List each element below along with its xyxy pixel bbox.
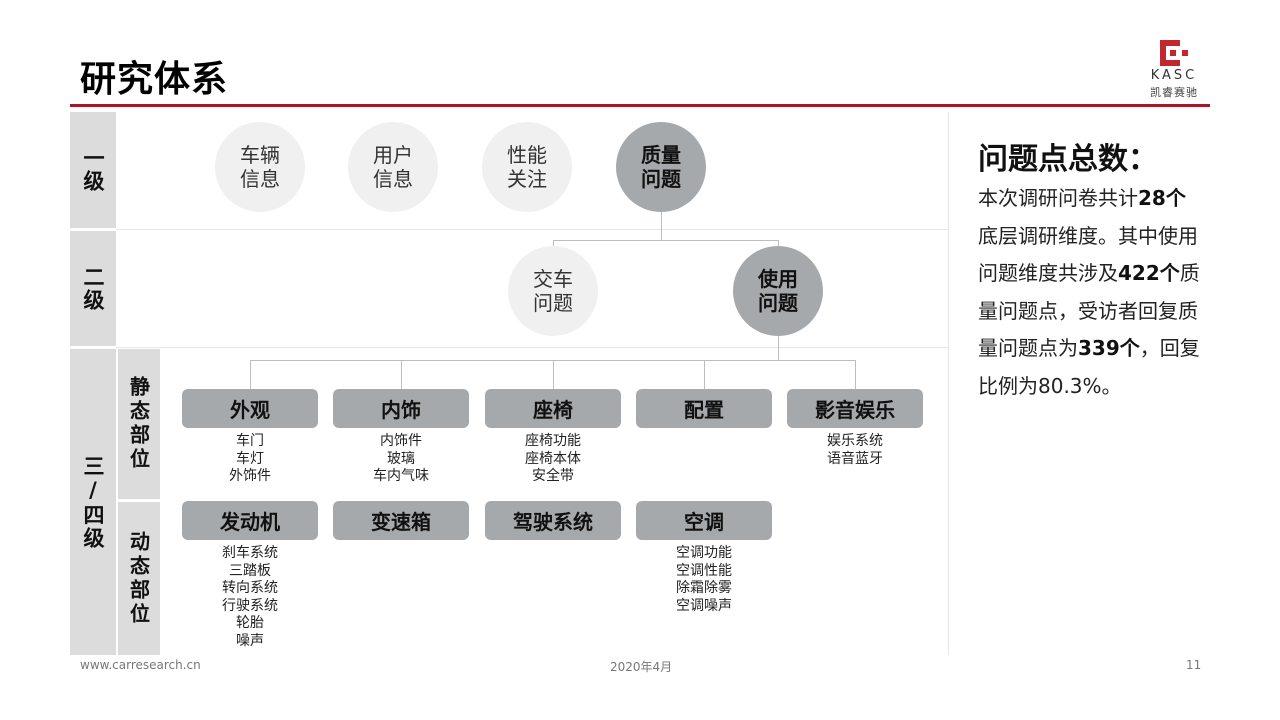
list-item: 车灯 — [236, 450, 264, 467]
page-title: 研究体系 — [80, 59, 229, 100]
panel-text-4: ，回复比例为80.3%。 — [978, 336, 1200, 398]
panel-number-2: 422个 — [1118, 261, 1180, 285]
list-item: 行驶系统 — [222, 597, 278, 614]
connector — [553, 240, 554, 250]
connector — [855, 360, 856, 389]
list-item: 座椅功能 — [525, 433, 581, 449]
connector — [778, 336, 779, 360]
footer-website: www.carresearch.cn — [80, 658, 201, 672]
row-divider — [116, 347, 948, 348]
list-item: 三踏板 — [229, 562, 271, 579]
panel-divider — [948, 112, 949, 655]
infotainment-items: 娱乐系统 语音蓝牙 — [787, 433, 923, 468]
engine-items: 刹车系统 三踏板 转向系统 行驶系统 轮胎 噪声 — [182, 545, 318, 650]
category-driving-system: 驾驶系统 — [485, 501, 621, 540]
list-item: 空调噪声 — [676, 597, 732, 614]
panel-text-3: 质量问题点，受访者回复质量问题点为 — [978, 261, 1200, 360]
connector — [553, 360, 554, 389]
connector — [661, 212, 662, 240]
level-2-label: 二级 — [70, 231, 116, 346]
category-air-conditioning: 空调 — [636, 501, 772, 540]
list-item: 车内气味 — [373, 468, 429, 484]
category-seat: 座椅 — [485, 389, 621, 428]
list-item: 空调性能 — [676, 562, 732, 579]
panel-heading: 问题点总数： — [978, 142, 1158, 177]
category-interior: 内饰 — [333, 389, 469, 428]
exterior-items: 车门 车灯 外饰件 — [182, 433, 318, 486]
node-quality-issue: 质量问题 — [616, 122, 706, 212]
list-item: 玻璃 — [387, 450, 415, 467]
panel-number-1: 28个 — [1138, 186, 1186, 210]
node-vehicle-info: 车辆信息 — [215, 122, 305, 212]
connector — [778, 240, 779, 250]
list-item: 安全带 — [532, 468, 574, 484]
node-usage-issue: 使用问题 — [733, 246, 823, 336]
connector — [553, 240, 779, 241]
list-item: 娱乐系统 — [827, 433, 883, 449]
list-item: 除霜除雾 — [676, 580, 732, 596]
panel-text-1: 本次调研问卷共计 — [978, 186, 1138, 210]
level-3-4-label: 三/四级 — [70, 349, 116, 655]
kasc-logo: KASC 凯睿赛驰 — [1138, 38, 1210, 99]
list-item: 转向系统 — [222, 580, 278, 596]
list-item: 空调功能 — [676, 545, 732, 561]
logo-mark-icon — [1160, 40, 1188, 66]
static-parts-label: 静态部位 — [118, 349, 160, 499]
category-exterior: 外观 — [182, 389, 318, 428]
logo-brand-text: KASC — [1150, 68, 1198, 83]
category-engine: 发动机 — [182, 501, 318, 540]
dynamic-parts-label: 动态部位 — [118, 502, 160, 655]
node-user-info: 用户信息 — [348, 122, 438, 212]
list-item: 车门 — [236, 433, 264, 449]
logo-brand-cn: 凯睿赛驰 — [1150, 86, 1198, 99]
interior-items: 内饰件 玻璃 车内气味 — [333, 433, 469, 486]
list-item: 座椅本体 — [525, 450, 581, 467]
category-configuration: 配置 — [636, 389, 772, 428]
list-item: 刹车系统 — [222, 545, 278, 561]
category-transmission: 变速箱 — [333, 501, 469, 540]
level-1-label: 一级 — [70, 112, 116, 228]
list-item: 外饰件 — [229, 468, 271, 484]
row-divider — [116, 229, 948, 230]
node-delivery-issue: 交车问题 — [508, 246, 598, 336]
footer-page-number: 11 — [1186, 658, 1202, 672]
connector — [250, 360, 251, 389]
title-divider — [70, 104, 1210, 107]
panel-number-3: 339个 — [1078, 336, 1140, 360]
connector — [401, 360, 402, 389]
list-item: 内饰件 — [380, 433, 422, 449]
connector — [704, 360, 705, 389]
footer-date: 2020年4月 — [610, 660, 673, 674]
list-item: 噪声 — [236, 632, 264, 649]
list-item: 轮胎 — [236, 615, 264, 631]
node-performance: 性能关注 — [482, 122, 572, 212]
air-conditioning-items: 空调功能 空调性能 除霜除雾 空调噪声 — [636, 545, 772, 615]
panel-body: 本次调研问卷共计28个底层调研维度。其中使用问题维度共涉及422个质量问题点，受… — [978, 180, 1200, 405]
seat-items: 座椅功能 座椅本体 安全带 — [485, 433, 621, 486]
panel-text-2: 底层调研维度。其中使用问题维度共涉及 — [978, 223, 1198, 286]
list-item: 语音蓝牙 — [827, 450, 883, 467]
category-infotainment: 影音娱乐 — [787, 389, 923, 428]
